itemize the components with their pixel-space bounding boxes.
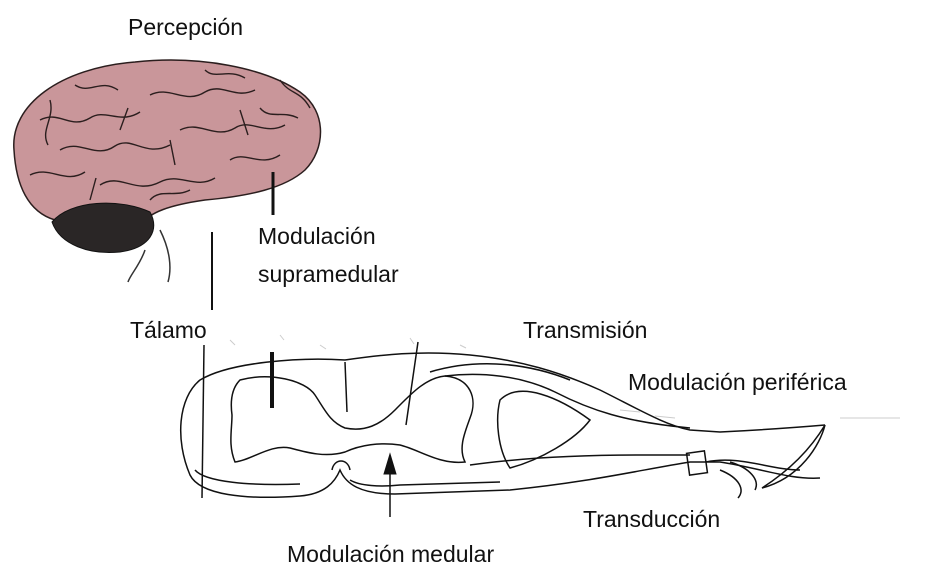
- label-transduccion: Transducción: [583, 505, 720, 533]
- label-transmision: Transmisión: [523, 316, 647, 344]
- transmision-leader: [406, 342, 418, 425]
- medular-arrowhead: [384, 454, 396, 474]
- label-modulacion-supramedular-line2: supramedular: [258, 260, 399, 288]
- label-percepcion: Percepción: [128, 13, 243, 41]
- label-talamo: Tálamo: [130, 316, 207, 344]
- label-modulacion-supramedular-line1: Modulación: [258, 222, 376, 250]
- gray-matter: [231, 376, 473, 462]
- anterior-median-fissure: [332, 461, 350, 470]
- spinal-cord-inner-outline: [195, 470, 500, 486]
- ventral-root: [470, 455, 690, 465]
- cerebellum: [52, 203, 154, 252]
- label-modulacion-medular: Modulación medular: [287, 540, 494, 568]
- label-modulacion-periferica: Modulación periférica: [628, 368, 847, 396]
- posterior-median-sulcus: [345, 362, 347, 412]
